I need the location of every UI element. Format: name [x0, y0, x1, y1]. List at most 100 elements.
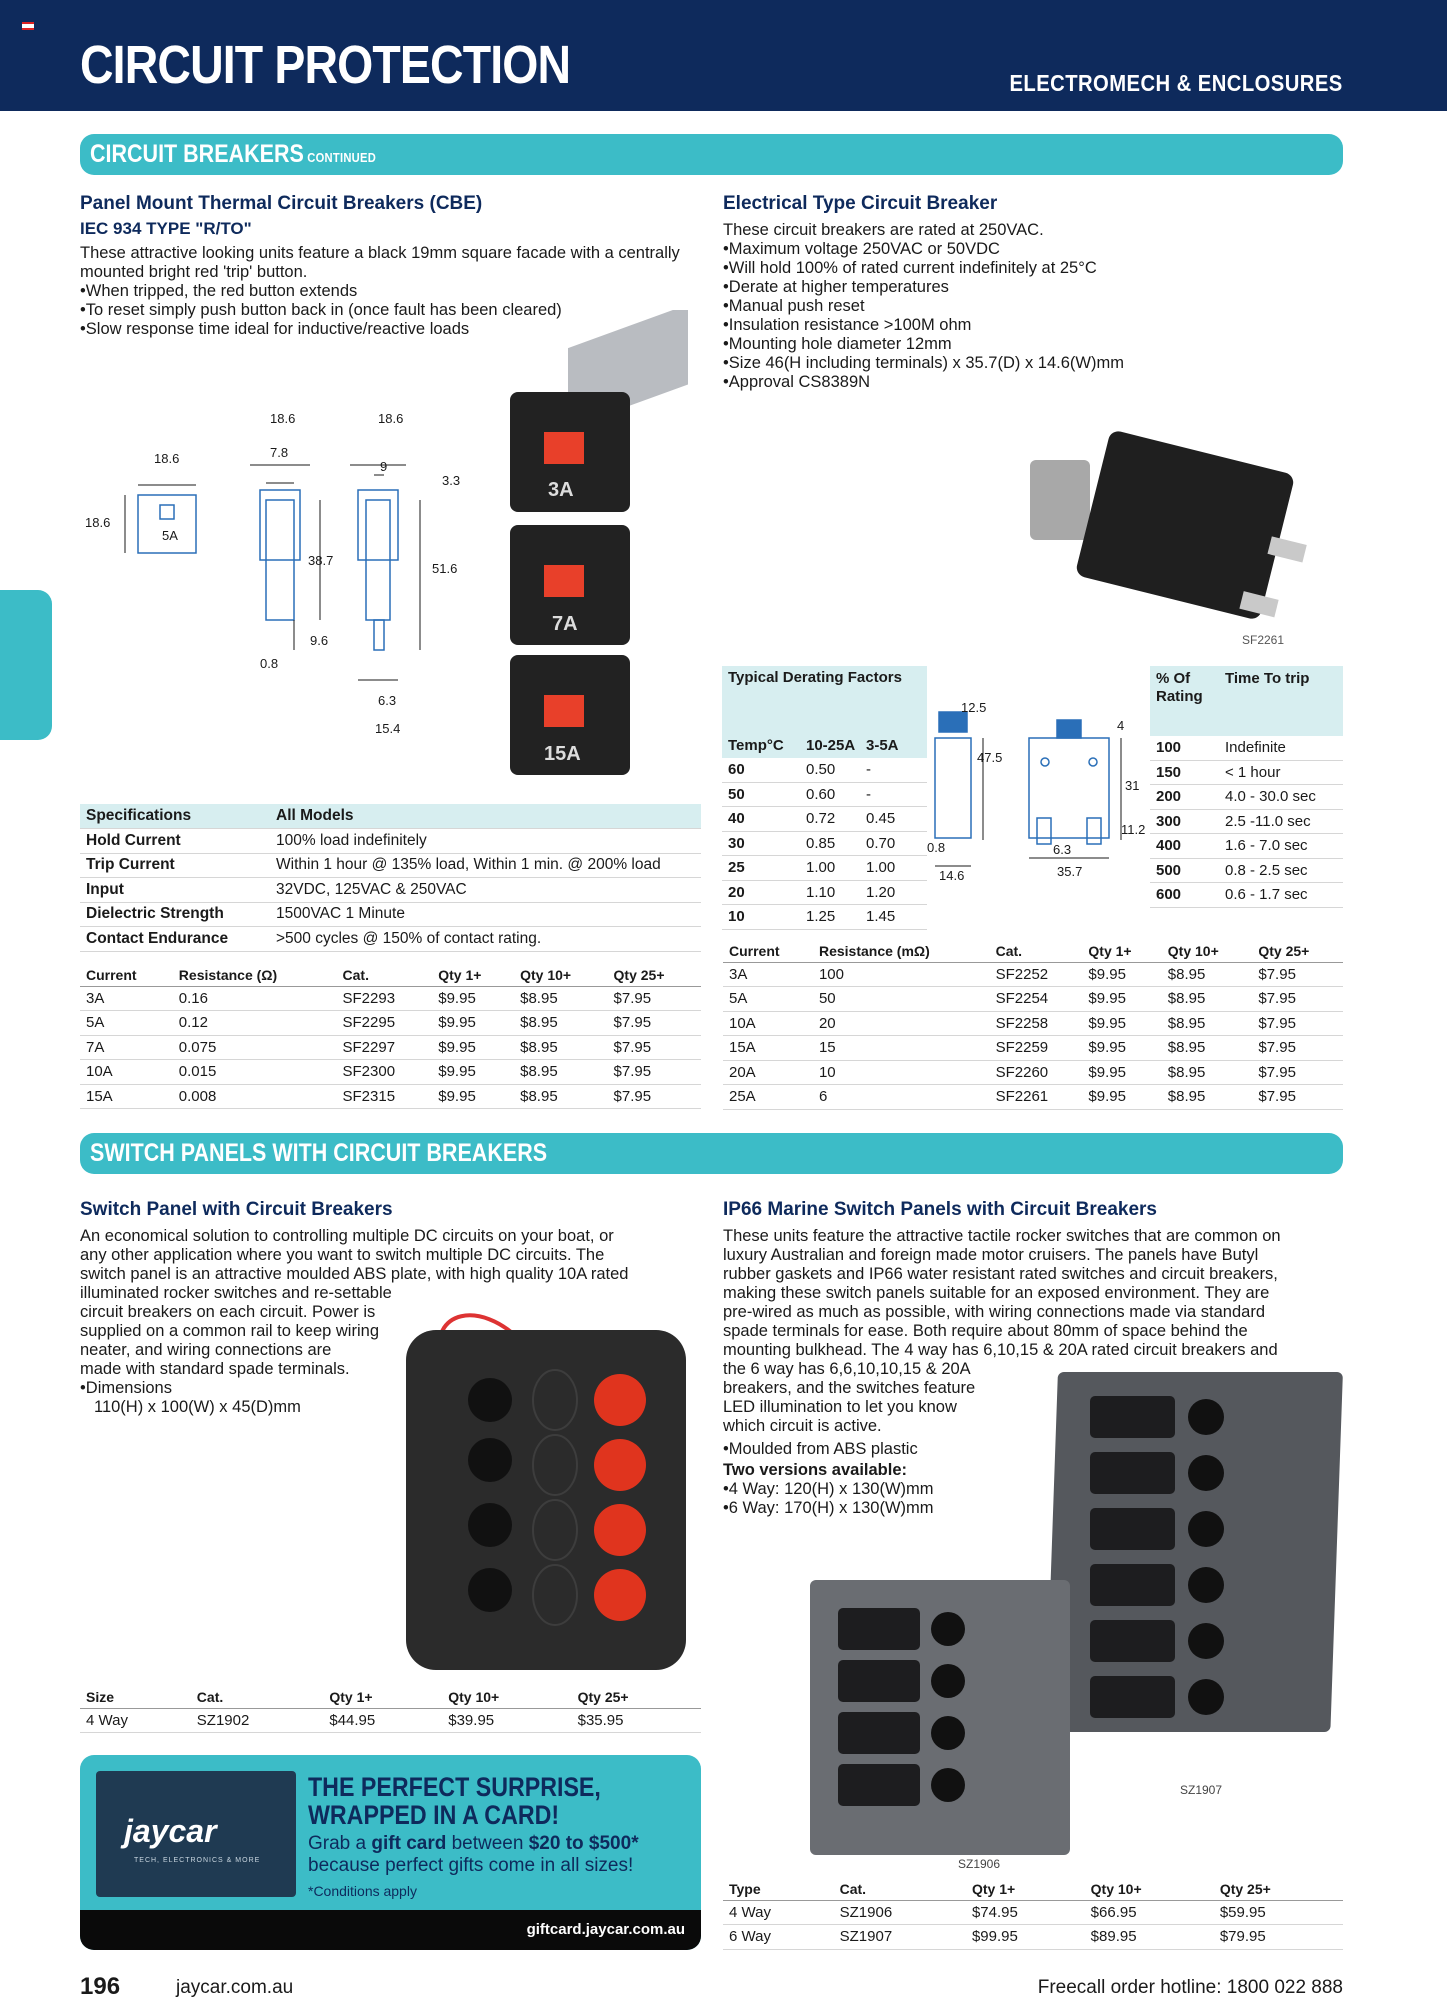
marine-title: IP66 Marine Switch Panels with Circuit B… [723, 1199, 1157, 1220]
cell: $8.95 [514, 1059, 608, 1085]
cell: 100 [1156, 739, 1182, 757]
derating-table: Typical Derating Factors Temp°C 10-25A 3… [722, 666, 927, 930]
col-header: Time To trip [1225, 670, 1310, 687]
cell: 60 [728, 761, 745, 779]
cell: $9.95 [432, 1035, 515, 1060]
cell: 20 [728, 883, 745, 901]
cell: 20 [812, 1011, 990, 1036]
cell: 4 Way [723, 1900, 834, 1925]
cell: SF2297 [336, 1035, 433, 1060]
cell: 10A [723, 1011, 813, 1036]
ect-product-photo: SF2261 [1030, 431, 1307, 647]
cell: $99.95 [965, 1924, 1085, 1950]
spec-value: Within 1 hour @ 135% load, Within 1 min.… [270, 853, 701, 878]
ect-bullet: Manual push reset [723, 297, 1343, 316]
cell: $8.95 [1161, 1011, 1253, 1036]
cell: SF2259 [989, 1035, 1083, 1061]
banner-suffix: CONTINUED [307, 150, 377, 165]
version-item: 6 Way: 170(H) x 130(W)mm [723, 1499, 1353, 1518]
col-header: Qty 10+ [1161, 940, 1253, 963]
cell: 20A [723, 1060, 813, 1085]
dim-label: 4 [1117, 718, 1124, 733]
cell: $8.95 [1161, 962, 1253, 987]
cell: 0.6 - 1.7 sec [1225, 886, 1308, 904]
cell: SF2254 [989, 986, 1083, 1012]
dim-label: 14.6 [939, 868, 964, 883]
col-header: Qty 1+ [965, 1878, 1085, 1901]
cbe-bullet: When tripped, the red button extends [80, 282, 700, 301]
body-line: circuit breakers on each circuit. Power … [80, 1303, 376, 1321]
dim-label: 15.4 [375, 721, 400, 736]
cell: SF2293 [336, 986, 433, 1011]
cell: $9.95 [432, 1059, 515, 1085]
page-title: CIRCUIT PROTECTION [80, 35, 571, 95]
versions-label: Two versions available: [723, 1461, 908, 1479]
cell: SZ1902 [190, 1708, 324, 1733]
body-line: the 6 way has 6,6,10,10,15 & 20A [723, 1360, 971, 1378]
photo-cat-label: SZ1907 [1180, 1783, 1222, 1797]
cell: $8.95 [514, 1010, 608, 1036]
cell: $7.95 [607, 1010, 701, 1036]
spec-key: Hold Current [80, 828, 270, 854]
cell: - [866, 761, 871, 779]
hotline-text: Freecall order hotline: 1800 022 888 [1037, 1977, 1343, 1998]
body-line: pre-wired as much as possible, with wiri… [723, 1303, 1266, 1321]
cell: SF2295 [336, 1010, 433, 1036]
cell: 10 [728, 908, 745, 926]
col-header: Qty 10+ [1084, 1878, 1214, 1901]
photo-label: 7A [552, 613, 578, 635]
promo-text: because perfect gifts come in all sizes! [308, 1855, 634, 1876]
body-line: neater, and wiring connections are [80, 1341, 332, 1359]
spec-key: Input [80, 877, 270, 903]
cell: $7.95 [1252, 986, 1343, 1012]
col-header: Qty 1+ [432, 964, 515, 987]
cell: 0.008 [172, 1084, 337, 1109]
cell: $8.95 [514, 986, 608, 1011]
col-header: 10-25A [806, 737, 856, 754]
cell: 0.12 [172, 1010, 337, 1036]
cell: 5A [80, 1010, 173, 1036]
dim-label: 47.5 [977, 750, 1002, 765]
cell: $8.95 [514, 1035, 608, 1060]
body-line: which circuit is active. [723, 1417, 882, 1435]
cell: 10A [80, 1059, 173, 1085]
cbe-bullet: To reset simply push button back in (onc… [80, 301, 700, 320]
cell: 0.45 [866, 810, 896, 828]
col-header: Qty 25+ [571, 1686, 701, 1709]
photo-cat-label: SZ1906 [958, 1857, 1000, 1871]
gift-card-promo[interactable]: jaycar TECH, ELECTRONICS & MORE THE PERF… [80, 1755, 701, 1950]
ect-bullet: Approval CS8389N [723, 373, 1343, 392]
cbe-price-table: Current Resistance (Ω) Cat. Qty 1+ Qty 1… [80, 964, 701, 1109]
jaycar-logo: jaycar [124, 1813, 217, 1849]
cell: $44.95 [323, 1708, 443, 1733]
promo-url-link[interactable]: giftcard.jaycar.com.au [80, 1910, 701, 1950]
switch-panels-banner: SWITCH PANELS WITH CIRCUIT BREAKERS [80, 1133, 1343, 1174]
cell: $9.95 [1082, 1084, 1162, 1110]
dim-label: 3.3 [442, 473, 460, 488]
dim-label: 31 [1125, 778, 1139, 793]
cell: 2.5 -11.0 sec [1225, 812, 1311, 830]
site-link[interactable]: jaycar.com.au [176, 1977, 294, 1998]
spec-value: 32VDC, 125VAC & 250VAC [270, 877, 701, 903]
table-row: Contact Endurance>500 cycles @ 150% of c… [80, 926, 701, 952]
body-line: supplied on a common rail to keep wiring [80, 1322, 379, 1340]
col-header: Resistance (Ω) [172, 964, 337, 987]
cell: $79.95 [1213, 1924, 1343, 1950]
dim-bullet: Dimensions [80, 1379, 710, 1398]
spec-head: All Models [270, 804, 701, 829]
dim-label: 18.6 [378, 411, 403, 426]
ect-bullet: Size 46(H including terminals) x 35.7(D)… [723, 354, 1343, 373]
cell: 0.015 [172, 1059, 337, 1085]
